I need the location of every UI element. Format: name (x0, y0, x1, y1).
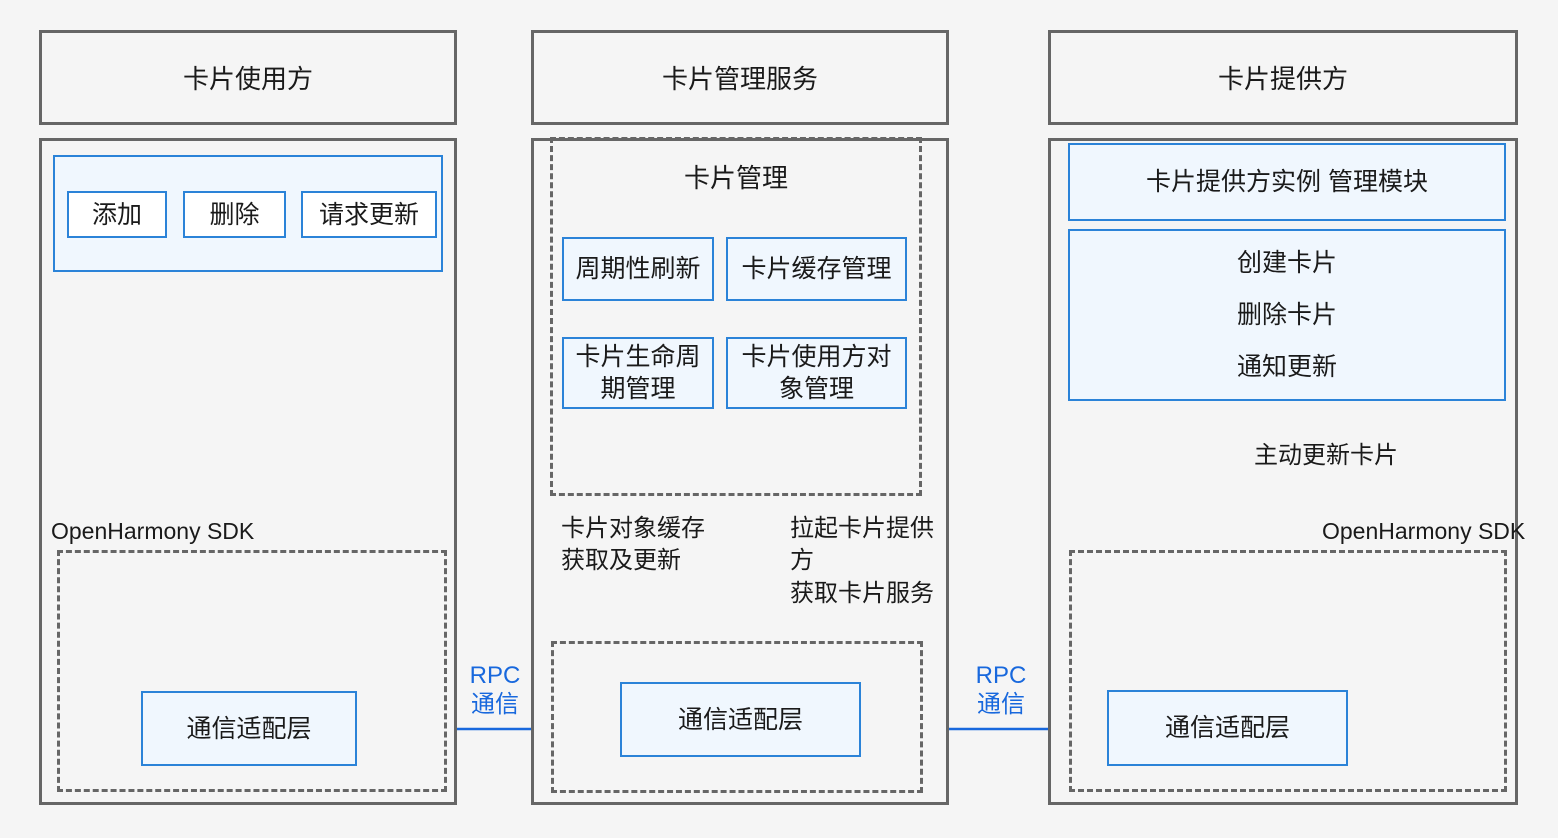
provider-sdk-label: OpenHarmony SDK (1322, 518, 1526, 544)
consumer-adapter-box: 通信适配层 (141, 691, 357, 766)
provider-header-panel (1048, 30, 1518, 125)
provider-adapter-box: 通信适配层 (1107, 690, 1348, 766)
module-periodic-refresh: 周期性刷新 (562, 237, 714, 301)
module-consumer-object-management: 卡片使用方对 象管理 (726, 337, 907, 409)
module-card-cache-management: 卡片缓存管理 (726, 237, 907, 301)
label-cache-get-update: 卡片对象缓存 获取及更新 (561, 515, 705, 575)
card-management-title: 卡片管理 (683, 162, 788, 193)
provider-operation-notify: 通知更新 (1236, 353, 1337, 381)
provider-operation-create: 创建卡片 (1236, 249, 1337, 277)
rpc-label-right: RPC 通信 (975, 662, 1027, 718)
consumer-header-panel (39, 30, 457, 125)
provider-instance-module-box: 卡片提供方实例 管理模块 (1068, 143, 1506, 221)
provider-sdk-dashed-container (1069, 550, 1507, 792)
consumer-sdk-dashed-container (57, 550, 447, 792)
label-launch-provider: 拉起卡片提供方 获取卡片服务 (790, 515, 934, 607)
action-button-request-update[interactable]: 请求更新 (301, 191, 437, 238)
card-management-dashed-container (550, 137, 922, 496)
provider-operations-box: 创建卡片 删除卡片 通知更新 (1068, 229, 1506, 401)
provider-operation-delete: 删除卡片 (1236, 301, 1337, 329)
consumer-header-title: 卡片使用方 (182, 64, 313, 94)
consumer-sdk-label: OpenHarmony SDK (51, 518, 255, 544)
service-adapter-box: 通信适配层 (620, 682, 861, 757)
module-card-lifecycle-management: 卡片生命周 期管理 (562, 337, 714, 409)
service-adapter-dashed-container (551, 641, 923, 793)
service-header-title: 卡片管理服务 (661, 64, 818, 94)
action-button-add[interactable]: 添加 (67, 191, 167, 238)
action-button-delete[interactable]: 删除 (183, 191, 286, 238)
rpc-label-left: RPC 通信 (469, 662, 521, 718)
label-active-update: 主动更新卡片 (1254, 442, 1398, 469)
service-header-panel (531, 30, 949, 125)
provider-header-title: 卡片提供方 (1217, 64, 1348, 94)
